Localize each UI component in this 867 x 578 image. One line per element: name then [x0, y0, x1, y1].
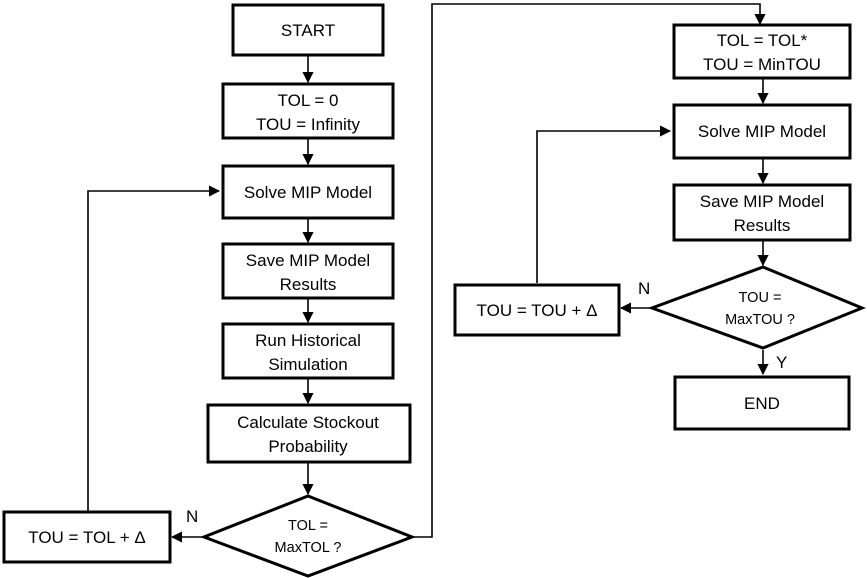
node-decision-right-line1: TOU =	[739, 290, 782, 306]
flow-edges	[87, 3, 769, 543]
node-solve-left: Solve MIP Model	[221, 164, 395, 220]
node-save-left: Save MIP Model Results	[221, 242, 395, 300]
node-increment-left-label: TOU = TOL + Δ	[28, 528, 146, 547]
node-solve-right: Solve MIP Model	[672, 103, 852, 160]
node-save-left-line1: Save MIP Model	[246, 251, 370, 270]
node-set-line2: TOU = MinTOU	[703, 55, 821, 74]
node-init-line2: TOU = Infinity	[256, 115, 361, 134]
node-decision-right: TOU = MaxTOU ?	[647, 265, 866, 350]
node-save-left-line2: Results	[280, 275, 337, 294]
node-calc-line2: Probability	[268, 437, 348, 456]
node-increment-left: TOU = TOL + Δ	[2, 510, 172, 564]
node-solve-left-label: Solve MIP Model	[244, 183, 372, 202]
node-set-line1: TOL = TOL*	[717, 31, 808, 50]
node-start-label: START	[281, 21, 335, 40]
branch-label-right-yes: Y	[776, 353, 787, 372]
node-set: TOL = TOL* TOU = MinTOU	[672, 23, 852, 80]
node-end: END	[673, 375, 851, 431]
node-sim-line1: Run Historical	[255, 331, 361, 350]
node-calc-line1: Calculate Stockout	[237, 413, 379, 432]
node-calc: Calculate Stockout Probability	[206, 403, 412, 464]
edge-decision-yes-to-right-column	[412, 3, 766, 538]
node-decision-left-line1: TOL =	[288, 518, 328, 534]
node-decision-right-line2: MaxTOU ?	[725, 312, 795, 328]
node-decision-left-line2: MaxTOL ?	[275, 540, 342, 556]
edge-increment-loop-to-solve	[87, 185, 221, 512]
node-decision-left: TOL = MaxTOL ?	[199, 494, 417, 578]
node-init-line1: TOL = 0	[278, 91, 339, 110]
node-sim: Run Historical Simulation	[221, 322, 395, 380]
branch-label-left-no: N	[186, 507, 198, 526]
node-save-right-line2: Results	[734, 216, 791, 235]
node-solve-right-label: Solve MIP Model	[698, 122, 826, 141]
node-save-right-line1: Save MIP Model	[700, 192, 824, 211]
node-start: START	[231, 3, 385, 57]
node-init: TOL = 0 TOU = Infinity	[221, 82, 395, 140]
node-end-label: END	[744, 394, 780, 413]
node-save-right: Save MIP Model Results	[672, 183, 852, 242]
node-increment-right-label: TOU = TOU + Δ	[477, 301, 598, 320]
edge-increment-right-loop-to-solve	[536, 125, 672, 283]
branch-label-right-no: N	[638, 279, 650, 298]
node-sim-line2: Simulation	[268, 355, 347, 374]
node-increment-right: TOU = TOU + Δ	[453, 283, 621, 337]
